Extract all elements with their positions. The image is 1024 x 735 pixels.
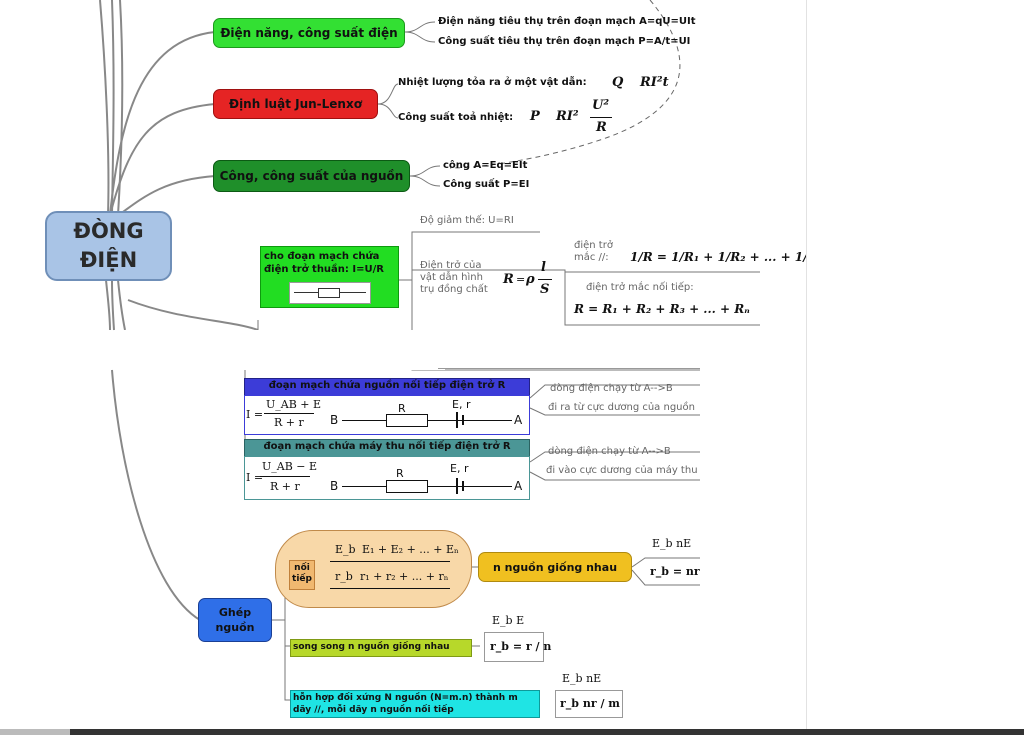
- divider: [330, 588, 450, 589]
- song-song-node[interactable]: song song n nguồn giống nhau: [290, 639, 472, 657]
- branch-dien-tro-label: cho đoạn mạch chứa điện trở thuần: I=U/R: [264, 251, 384, 275]
- battery-icon: [462, 481, 464, 491]
- song-song-formula-1: E_b E: [492, 614, 525, 627]
- noi-tiep-label: điện trở mắc nối tiếp:: [586, 282, 694, 293]
- noi-tiep-formula: R = R₁ + R₂ + R₃ + ... + Rₙ: [574, 302, 750, 316]
- dien-nang-item-1: Điện năng tiêu thụ trên đoạn mạch A=qU=U…: [438, 16, 696, 27]
- circuit-1-Er: E, r: [452, 398, 471, 411]
- jun-item-2-U2: U²: [592, 98, 610, 113]
- jun-item-2-P: P: [530, 109, 540, 124]
- hon-hop-formula-2: r_b nr / m: [560, 697, 620, 710]
- divider: [330, 561, 450, 562]
- jun-item-1-text: Nhiệt lượng tỏa ra ở một vật dẫn:: [398, 77, 587, 88]
- song-song-label: song song n nguồn giống nhau: [293, 642, 450, 652]
- may-thu-note-1: dòng điện chạy từ A-->B: [548, 446, 671, 457]
- noi-tiep-rsum: r₁ + r₂ + ... + rₙ: [360, 570, 449, 583]
- mindmap-canvas: ĐÒNG ĐIỆN Điện năng, công suất điện Điện…: [45, 0, 824, 718]
- fraction-bar: [264, 413, 314, 414]
- giong-nhau-formula-2: r_b = nr: [650, 565, 700, 578]
- resistor-icon: [289, 282, 371, 304]
- song-song-formula: 1/R = 1/R₁ + 1/R₂ + ... + 1/Rₙ: [630, 250, 824, 264]
- noi-tiep-node[interactable]: nối tiếp: [289, 560, 315, 590]
- branch-nguon[interactable]: Công, công suất của nguồn: [213, 160, 410, 192]
- jun-item-2-RI2: RI²: [556, 109, 579, 124]
- circuit-1-R: R: [398, 402, 406, 415]
- rho: ρ: [526, 272, 535, 287]
- battery-icon: [462, 415, 464, 425]
- do-giam-the: Độ giảm thế: U=RI: [420, 215, 514, 226]
- noi-tiep-Eb: E_b: [335, 543, 356, 556]
- hon-hop-node[interactable]: hỗn hợp đối xứng N nguồn (N=m.n) thành m…: [290, 690, 540, 718]
- rho-eq: =: [516, 273, 526, 286]
- dien-nang-item-2: Công suất tiêu thụ trên đoạn mạch P=A/t=…: [438, 36, 691, 47]
- branch-nguon-noi-tiep-label: đoạn mạch chứa nguồn nối tiếp điện trở R: [268, 380, 506, 391]
- giong-nhau-node[interactable]: n nguồn giống nhau: [478, 552, 632, 582]
- rho-R: R: [503, 272, 514, 287]
- nguon-noi-tiep-num: U_AB + E: [266, 398, 322, 411]
- may-thu-note-2: đi vào cực dương của máy thu: [546, 465, 698, 476]
- hon-hop-label: hỗn hợp đối xứng N nguồn (N=m.n) thành m…: [293, 693, 518, 715]
- root-label: ĐÒNG ĐIỆN: [73, 219, 144, 272]
- resistor-icon: [386, 414, 428, 427]
- battery-icon: [456, 478, 458, 494]
- fraction-bar: [260, 476, 310, 477]
- circuit-1-B: B: [330, 413, 339, 427]
- nguon-noi-tiep-den: R + r: [274, 416, 304, 429]
- branch-jun-lenxo-label: Định luật Jun-Lenxơ: [229, 97, 362, 111]
- branch-nguon-label: Công, công suất của nguồn: [219, 169, 404, 183]
- branch-dien-nang-label: Điện năng, công suất điện: [220, 26, 398, 40]
- rho-l: l: [541, 260, 546, 275]
- hidden-region: [115, 330, 445, 370]
- song-song-formula-box: [484, 632, 544, 662]
- may-thu-lhs: I =: [246, 471, 264, 484]
- song-song-label: điện trở mắc //:: [574, 240, 613, 263]
- noi-tiep-label: nối tiếp: [292, 563, 312, 584]
- jun-item-1-Q: Q: [612, 75, 624, 90]
- fraction-bar: [538, 279, 552, 280]
- nguon-noi-tiep-note-2: đi ra từ cực dương của nguồn: [548, 402, 695, 413]
- hon-hop-formula-box: [555, 690, 623, 718]
- rho-S: S: [540, 282, 550, 297]
- nguon-item-1: công A=Eq=EIt: [443, 160, 528, 171]
- circuit-2-Er: E, r: [450, 462, 469, 475]
- hon-hop-formula-1: E_b nE: [562, 672, 602, 685]
- branch-dien-tro[interactable]: cho đoạn mạch chứa điện trở thuần: I=U/R: [260, 246, 399, 308]
- scrollbar-thumb[interactable]: [0, 729, 70, 735]
- giong-nhau-label: n nguồn giống nhau: [492, 560, 618, 574]
- right-pane: [806, 0, 1024, 735]
- jun-item-1-RI2t: RI²t: [640, 75, 669, 90]
- may-thu-den: R + r: [270, 480, 300, 493]
- branch-nguon-noi-tiep[interactable]: đoạn mạch chứa nguồn nối tiếp điện trở R: [244, 378, 530, 396]
- root-node[interactable]: ĐÒNG ĐIỆN: [45, 211, 172, 281]
- branch-ghep-nguon[interactable]: Ghép nguồn: [198, 598, 272, 642]
- circuit-2-A: A: [514, 479, 523, 493]
- circuit-2-R: R: [396, 467, 404, 480]
- circuit-1-A: A: [514, 413, 523, 427]
- dien-tro-vat-dan: Điện trở của vật dẫn hình trụ đồng chất: [420, 260, 488, 295]
- fraction-bar: [590, 117, 612, 118]
- divider: [438, 368, 700, 369]
- bottom-scrollbar[interactable]: [0, 729, 1024, 735]
- circuit-2-B: B: [330, 479, 339, 493]
- noi-tiep-rb: r_b: [335, 570, 353, 583]
- song-song-formula-2: r_b = r / n: [490, 640, 552, 653]
- resistor-icon: [386, 480, 428, 493]
- branch-may-thu[interactable]: đoạn mạch chứa máy thu nối tiếp điện trở…: [244, 439, 530, 457]
- nguon-noi-tiep-lhs: I =: [246, 408, 264, 421]
- may-thu-num: U_AB − E: [262, 460, 318, 473]
- branch-may-thu-label: đoạn mạch chứa máy thu nối tiếp điện trở…: [263, 441, 511, 452]
- jun-item-2-R: R: [596, 120, 607, 135]
- jun-item-2-text: Công suất toả nhiệt:: [398, 112, 514, 123]
- battery-icon: [456, 412, 458, 428]
- branch-dien-nang[interactable]: Điện năng, công suất điện: [213, 18, 405, 48]
- noi-tiep-Esum: E₁ + E₂ + ... + Eₙ: [362, 543, 459, 556]
- branch-ghep-nguon-label: Ghép nguồn: [215, 606, 255, 634]
- nguon-noi-tiep-note-1: dòng điện chạy từ A-->B: [550, 383, 673, 394]
- branch-jun-lenxo[interactable]: Định luật Jun-Lenxơ: [213, 89, 378, 119]
- nguon-item-2: Công suất P=EI: [443, 179, 530, 190]
- giong-nhau-formula-1: E_b nE: [652, 537, 692, 550]
